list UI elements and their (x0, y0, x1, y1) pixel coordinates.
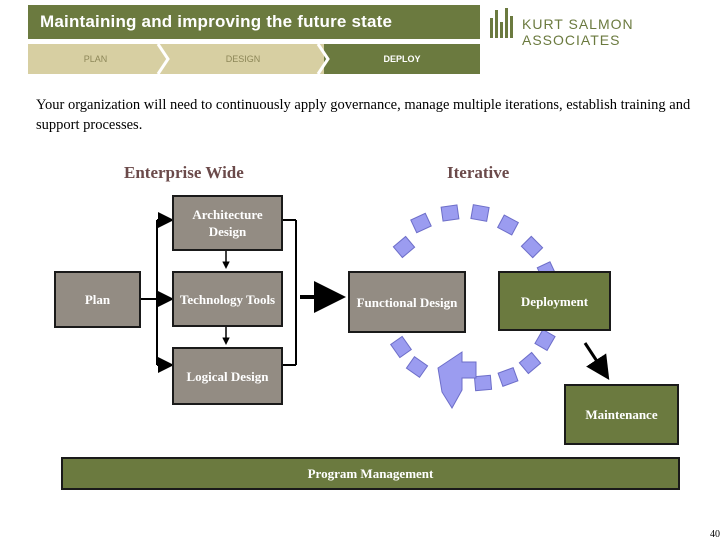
tab-plan-label: PLAN (83, 54, 108, 64)
technology-tools-label: Technology Tools (179, 291, 276, 307)
logical-design-label: Logical Design (186, 368, 269, 384)
logo-mark-icon (490, 8, 516, 38)
intro-text: Your organization will need to continuou… (36, 97, 691, 133)
slide-title: Maintaining and improving the future sta… (40, 12, 393, 31)
plan-label: Plan (84, 292, 111, 307)
page-number: 40 (710, 529, 720, 540)
tab-plan[interactable]: PLAN (28, 44, 163, 74)
functional-design-label: Functional Design (356, 294, 458, 310)
iterative-heading: Iterative (447, 163, 510, 182)
slide-header: Maintaining and improving the future sta… (28, 5, 480, 39)
architecture-design-label: Architecture Design (192, 207, 263, 239)
maintenance-box: Maintenance (564, 384, 679, 445)
logical-design-box: Logical Design (172, 347, 283, 405)
phase-nav: PLAN DESIGN DEPLOY (28, 44, 480, 74)
technology-tools-box: Technology Tools (172, 271, 283, 327)
plan-box: Plan (54, 271, 141, 328)
cycle-arrow-icon (389, 204, 558, 409)
tab-design-label: DESIGN (225, 54, 261, 64)
deployment-box: Deployment (498, 271, 611, 331)
company-logo: KURT SALMON ASSOCIATES (490, 8, 722, 48)
tab-design[interactable]: DESIGN (163, 44, 323, 74)
functional-design-box: Functional Design (348, 271, 466, 333)
tab-deploy-label: DEPLOY (383, 54, 421, 64)
maintenance-label: Maintenance (585, 407, 658, 422)
tab-deploy[interactable]: DEPLOY (324, 44, 480, 74)
architecture-design-box: Architecture Design (172, 195, 283, 251)
logo-text: KURT SALMON ASSOCIATES (522, 16, 634, 48)
deployment-label: Deployment (520, 293, 589, 309)
enterprise-wide-heading: Enterprise Wide (124, 163, 244, 182)
program-management-bar: Program Management (61, 457, 680, 490)
nav-chevrons-icon (156, 44, 330, 74)
program-management-label: Program Management (307, 465, 434, 481)
